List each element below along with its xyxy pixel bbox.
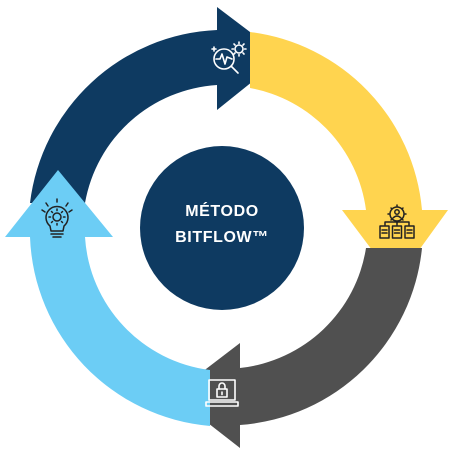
arrow-segment-analysis bbox=[30, 7, 283, 203]
center-title-line2: BITFLOW™ bbox=[175, 229, 269, 246]
center-circle bbox=[140, 146, 304, 310]
people-gear-documents-icon bbox=[379, 204, 415, 239]
magnifier-gear-chart-icon bbox=[211, 41, 247, 74]
laptop-lock-icon bbox=[205, 379, 239, 407]
center-title-line1: MÉTODO bbox=[185, 201, 259, 220]
arrow-segment-planning bbox=[250, 32, 448, 282]
lightbulb-gear-icon bbox=[41, 198, 73, 238]
